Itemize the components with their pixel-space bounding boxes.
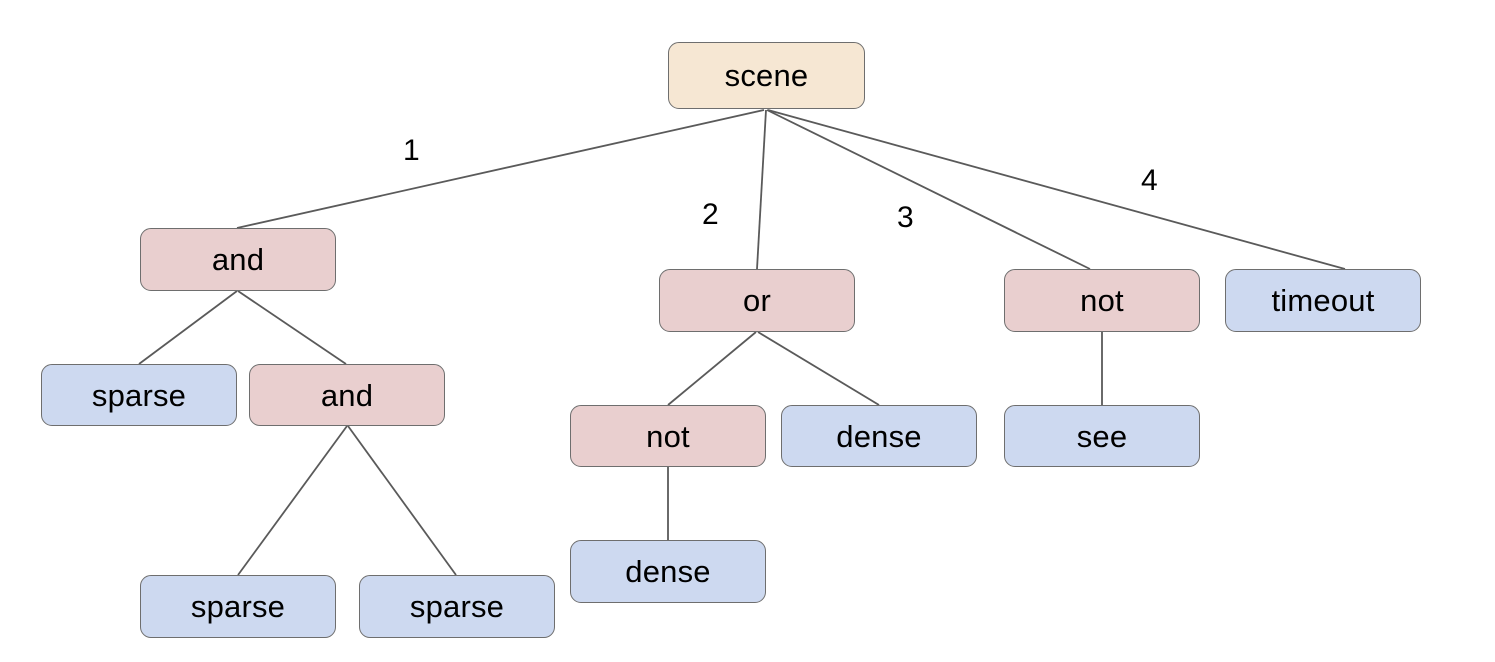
tree-edge-and2-to-sparse3 <box>347 425 457 576</box>
tree-node-or1[interactable]: or <box>659 269 855 332</box>
tree-node-timeout1[interactable]: timeout <box>1225 269 1421 332</box>
tree-node-and1[interactable]: and <box>140 228 336 291</box>
tree-edge-and1-to-and2 <box>237 290 347 365</box>
tree-node-and2[interactable]: and <box>249 364 445 426</box>
tree-edge-or1-to-dense1 <box>757 331 880 406</box>
tree-node-dense2[interactable]: dense <box>570 540 766 603</box>
edge-label-3: 3 <box>897 201 914 234</box>
tree-node-sparse1[interactable]: sparse <box>41 364 237 426</box>
tree-node-see1[interactable]: see <box>1004 405 1200 467</box>
tree-node-scene[interactable]: scene <box>668 42 865 109</box>
tree-node-sparse2[interactable]: sparse <box>140 575 336 638</box>
tree-edge-or1-to-not1 <box>667 331 757 406</box>
edge-label-2: 2 <box>702 198 719 231</box>
tree-edge-scene-to-or1 <box>756 109 767 270</box>
tree-edge-scene-to-and1 <box>236 109 765 229</box>
tree-node-sparse3[interactable]: sparse <box>359 575 555 638</box>
tree-edge-and2-to-sparse2 <box>237 425 348 576</box>
edge-label-4: 4 <box>1141 164 1158 197</box>
tree-node-dense1[interactable]: dense <box>781 405 977 467</box>
edge-label-1: 1 <box>403 134 420 167</box>
tree-node-not2[interactable]: not <box>1004 269 1200 332</box>
tree-edge-scene-to-not2 <box>766 109 1091 270</box>
tree-edge-and1-to-sparse1 <box>138 290 238 365</box>
tree-edge-scene-to-timeout1 <box>767 109 1346 270</box>
tree-node-not1[interactable]: not <box>570 405 766 467</box>
